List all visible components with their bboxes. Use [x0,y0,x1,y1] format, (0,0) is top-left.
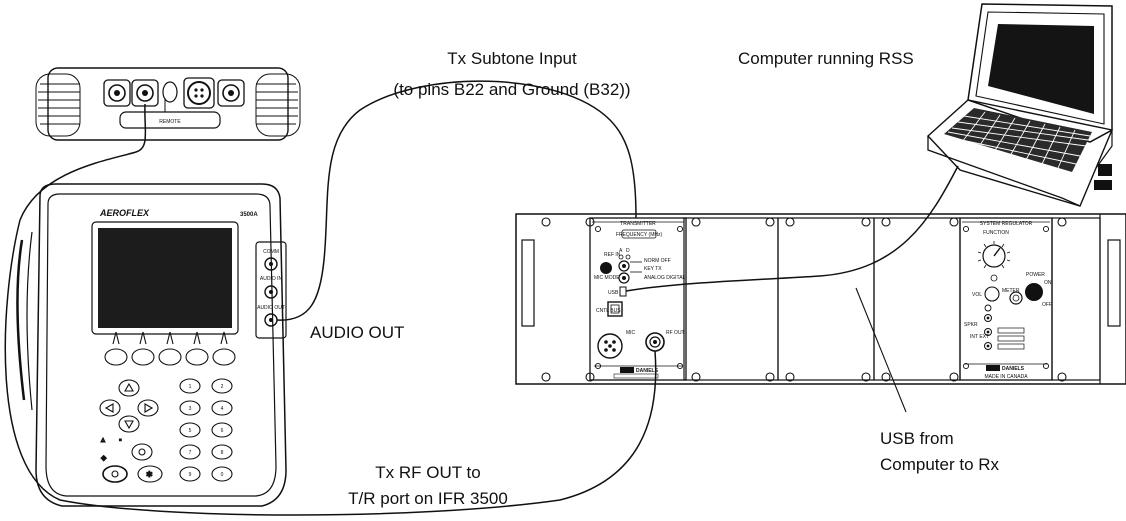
usb-label-line2: Computer to Rx [880,455,1000,474]
rf-label-line1: Tx RF OUT to [375,463,480,482]
blank-panel-2 [777,217,875,381]
svg-text:7: 7 [189,450,192,456]
tx-ref-in-jack [600,262,612,274]
svg-text:6: 6 [221,428,224,434]
reg-spkr-label: SPKR [964,322,978,328]
subtone-cable [276,80,637,321]
receiver-rack [515,213,1126,385]
tx-key-switch [618,260,630,272]
tx-mic-connector [597,333,623,359]
system-regulator-module: SYSTEM REGULATOR FUNCTION POWER ON OFF V… [959,217,1053,381]
reg-power-label: POWER [1026,272,1045,278]
svg-text:▵: ▵ [101,435,105,444]
tx-norm-off-label: NORM OFF [644,258,671,264]
subtone-label-line2: (to pins B22 and Ground (B32)) [393,80,630,99]
svg-text:9: 9 [189,472,192,478]
rf-cable [4,103,657,516]
audio-in-port-label: AUDIO IN [260,276,283,282]
tx-key-tx-label: KEY TX [644,266,662,272]
ifr-3500-body: AEROFLEX 3500A COMM AUDIO IN AUDIO OUT [16,183,287,507]
svg-text:✲: ✲ [146,470,153,479]
soft-keys [104,331,236,366]
ifr-top-panel: REMOTE [35,67,301,141]
reg-on-label: ON [1044,280,1052,286]
tx-logo: DANIELS [636,368,659,374]
arrow-keys: ✲ ▵ ▫ ◆ [99,379,163,483]
reg-meter-label: METER [1002,288,1020,294]
reg-off-label: OFF [1042,302,1052,308]
callout-labels: Tx Subtone Input (to pins B22 and Ground… [310,49,1000,508]
svg-text:0: 0 [221,472,224,478]
subtone-label-line1: Tx Subtone Input [447,49,577,68]
svg-text:2: 2 [221,384,224,390]
top-connectors: REMOTE [103,77,245,129]
usb-leader-line [855,287,907,413]
tx-led-a-label: A [619,248,623,254]
svg-text:4: 4 [221,406,224,412]
audio-out-port-label: AUDIO OUT [257,305,285,311]
svg-text:1: 1 [189,384,192,390]
tx-ref-in-label: REF IN [604,252,621,258]
tx-usb-port [619,286,627,297]
rf-label-line2: T/R port on IFR 3500 [348,489,508,508]
tx-freq-label: FREQUENCY (MHz) [616,232,663,238]
reg-meter [1009,291,1023,305]
usb-cable [625,165,959,292]
ifr-brand: AEROFLEX [99,208,150,218]
svg-text:◆: ◆ [101,455,107,462]
numeric-keypad [179,378,233,482]
ifr-model: 3500A [240,212,258,218]
audio-out-label: AUDIO OUT [310,323,404,342]
laptop-computer [926,3,1113,207]
svg-text:3: 3 [189,406,192,412]
reg-logo: DANIELS [1002,366,1025,372]
reg-vol-knob [984,286,1000,302]
tx-mic-mode-switch [618,272,630,284]
tx-mic-mode-label: MIC MODE [594,275,620,281]
tx-analog-digital-label: ANALOG DIGITAL [644,275,686,281]
blank-panel-3 [873,217,961,381]
computer-label: Computer running RSS [738,49,914,68]
ifr-screen-bezel [91,221,239,335]
svg-text:8: 8 [221,450,224,456]
svg-text:5: 5 [189,428,192,434]
comm-port-label: COMM [263,249,279,255]
tx-title: TRANSMITTER [620,221,656,227]
ifr-screen [98,228,232,328]
reg-int-ext-label: INT EXT [970,334,989,340]
tx-usb-label: USB [608,290,619,296]
reg-function-dial [977,241,1011,269]
reg-made-in: MADE IN CANADA [984,374,1028,380]
tx-mic-label: MIC [626,330,636,336]
tx-rf-out-label: RF OUT [666,330,685,336]
remote-label: REMOTE [159,119,181,125]
reg-power-knob [1025,283,1043,301]
usb-label-line1: USB from [880,429,954,448]
tx-led-d-label: D [626,248,630,254]
reg-title: SYSTEM REGULATOR [980,221,1033,227]
cables [4,80,959,516]
reg-function-label: FUNCTION [983,230,1009,236]
tx-cntl-bus-port [607,301,623,317]
reg-vol-label: VOL [972,292,982,298]
keypad-digits: 1 2 3 4 5 6 7 8 9 0 [189,384,224,478]
laptop-keyboard [944,108,1092,172]
svg-text:▫: ▫ [119,437,121,444]
transmitter-module: TRANSMITTER FREQUENCY (MHz) REF IN A D N… [589,217,687,381]
laptop-screen [988,24,1094,114]
blank-panel-1 [683,217,779,381]
